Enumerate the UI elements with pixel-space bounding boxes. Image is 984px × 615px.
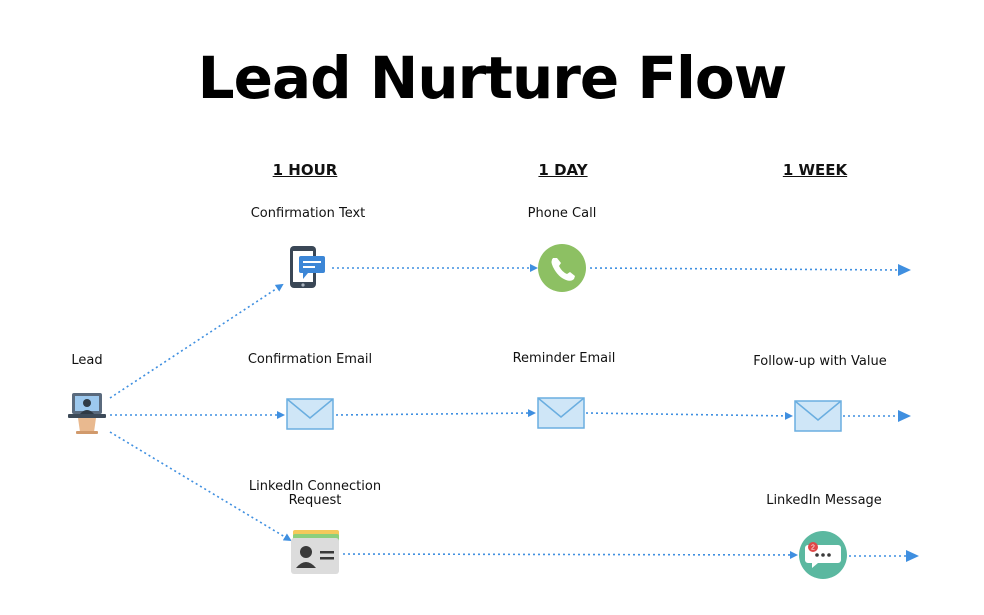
connector-call-to-end — [589, 267, 899, 271]
reminder-email-label: Reminder Email — [512, 351, 616, 366]
end-arrow-row3 — [906, 550, 919, 562]
connector-email-to-reminder — [335, 409, 536, 418]
notification-badge: 2 — [811, 545, 815, 552]
confirmation-text-label: Confirmation Text — [250, 206, 366, 221]
connector-lead-to-text — [109, 283, 284, 399]
connector-linkedin-to-message — [342, 550, 798, 559]
connector-lead-to-linkedin — [109, 431, 292, 542]
follow-up-value-label: Follow-up with Value — [753, 354, 887, 369]
smartphone-chat-icon — [290, 246, 325, 288]
column-header-1-hour: 1 HOUR — [272, 161, 338, 179]
column-header-1-day: 1 DAY — [538, 161, 588, 179]
page-title: Lead Nurture Flow — [197, 44, 788, 112]
envelope-icon — [537, 397, 585, 429]
linkedin-message-label: LinkedIn Message — [766, 493, 882, 508]
lead-label: Lead — [71, 353, 103, 368]
end-arrow-row2 — [898, 410, 911, 422]
phone-icon — [538, 244, 586, 292]
end-arrow-row1 — [898, 264, 911, 276]
column-header-1-week: 1 WEEK — [782, 161, 848, 179]
phone-call-label: Phone Call — [527, 206, 597, 221]
contact-card-icon — [291, 530, 339, 574]
chat-bubble-icon: 2 — [799, 531, 847, 579]
laptop-person-icon — [68, 393, 106, 434]
envelope-icon — [286, 398, 334, 430]
envelope-icon — [794, 400, 842, 432]
connector-reminder-to-followup — [585, 411, 793, 420]
confirmation-email-label: Confirmation Email — [247, 352, 373, 367]
linkedin-connection-label: LinkedIn Connection Request — [248, 479, 382, 508]
